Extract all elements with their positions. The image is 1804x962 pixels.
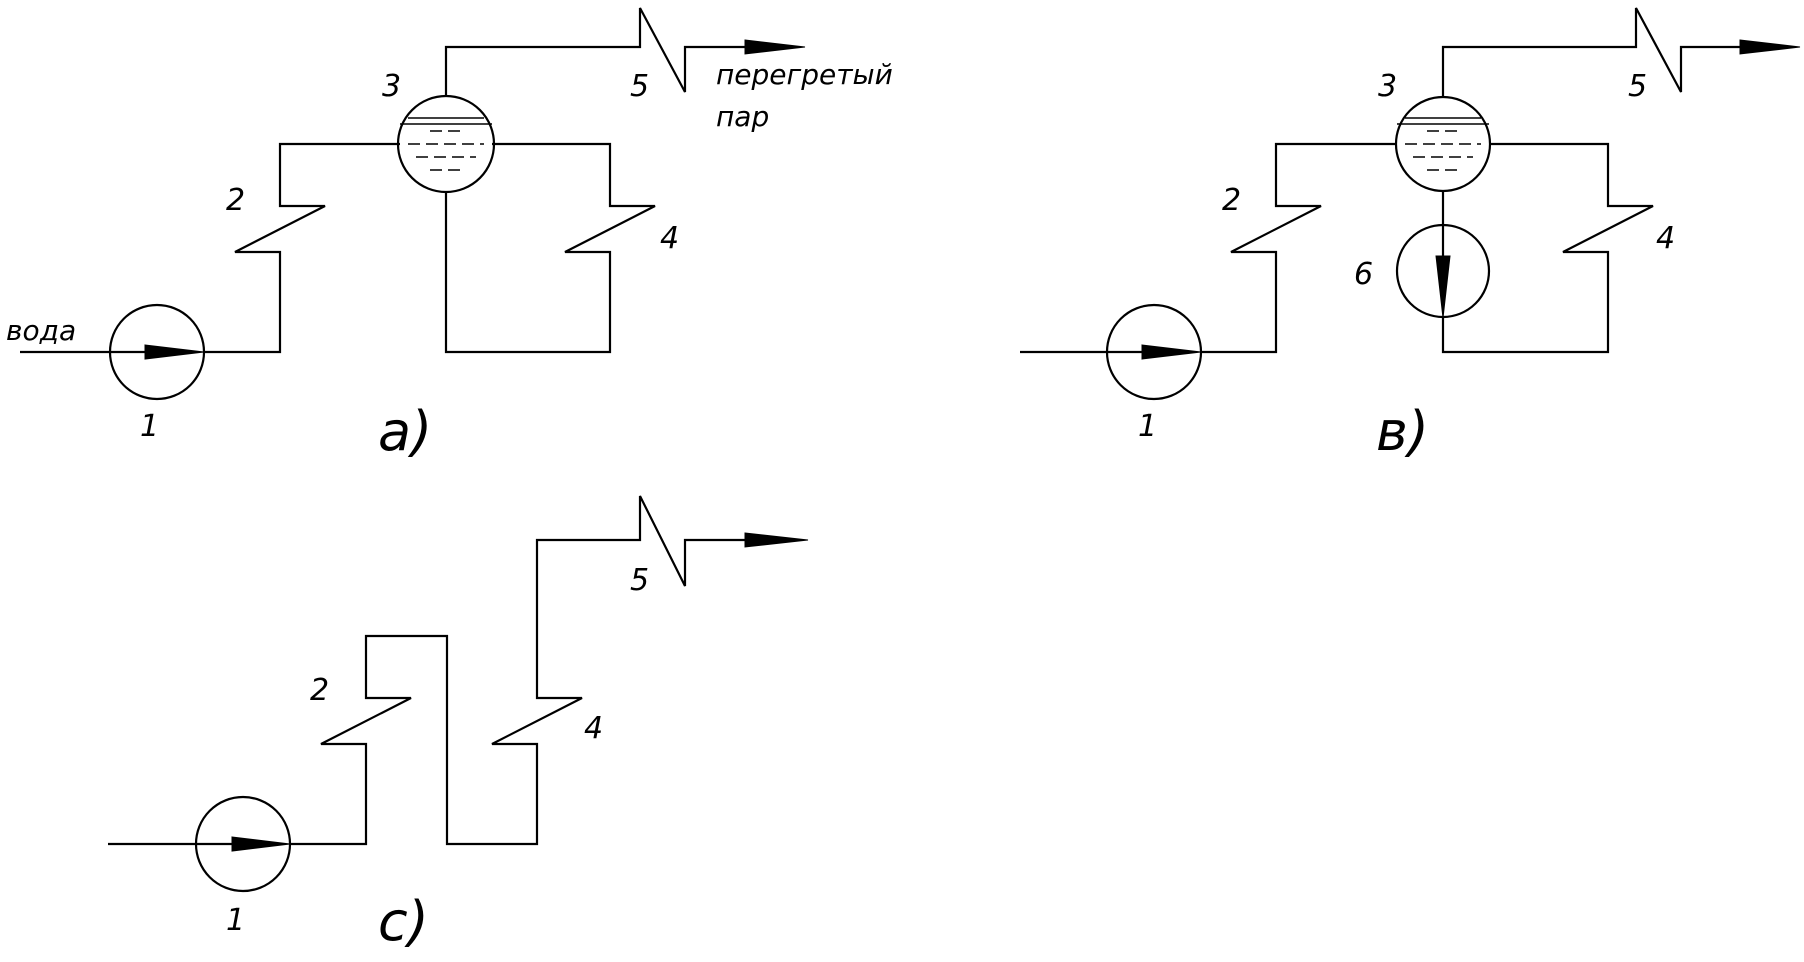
label-drum: 3: [382, 69, 401, 104]
subfigure-letter-a: а): [378, 400, 432, 463]
outlet-arrow-head: [744, 532, 809, 548]
outlet-arrow-head: [1739, 39, 1801, 55]
pump-arrow-head: [144, 344, 205, 360]
outlet-label-line1: перегретый: [716, 58, 893, 91]
label-economizer: 2: [1222, 183, 1241, 218]
economizer-coil: [204, 142, 400, 354]
label-pump: 1: [140, 409, 159, 444]
label-drum: 3: [1378, 69, 1397, 104]
circulation-pump-arrow: [1435, 255, 1451, 319]
diagram-b: 1 2 3 4 5 6 в): [1020, 7, 1801, 463]
label-pump: 1: [226, 903, 245, 938]
once-through-path: [290, 495, 750, 846]
inlet-label: вода: [6, 314, 76, 347]
evaporator-loop: [1441, 142, 1654, 354]
label-economizer: 2: [310, 673, 329, 708]
pump-arrow-head: [1141, 344, 1202, 360]
diagram-a: вода 1 2 3 4 5 перегретый пар а): [6, 7, 893, 463]
superheater-line: [1441, 7, 1745, 97]
pump-arrow-head: [231, 836, 291, 852]
economizer-coil: [1201, 142, 1396, 354]
label-economizer: 2: [226, 183, 245, 218]
label-evaporator: 4: [584, 711, 603, 746]
evaporator-loop: [444, 142, 656, 354]
label-evaporator: 4: [660, 221, 679, 256]
label-superheater: 5: [630, 69, 649, 104]
label-superheater: 5: [630, 563, 649, 598]
label-circulation-pump: 6: [1354, 257, 1373, 292]
label-evaporator: 4: [1656, 221, 1675, 256]
subfigure-letter-b: в): [1376, 400, 1429, 463]
subfigure-letter-c: с): [378, 890, 429, 953]
label-pump: 1: [1138, 409, 1157, 444]
outlet-label-line2: пар: [716, 100, 769, 133]
diagram-c: 1 2 4 5 с): [108, 495, 809, 953]
label-superheater: 5: [1628, 69, 1647, 104]
outlet-arrow-head: [744, 39, 806, 55]
superheater-line: [444, 7, 750, 96]
